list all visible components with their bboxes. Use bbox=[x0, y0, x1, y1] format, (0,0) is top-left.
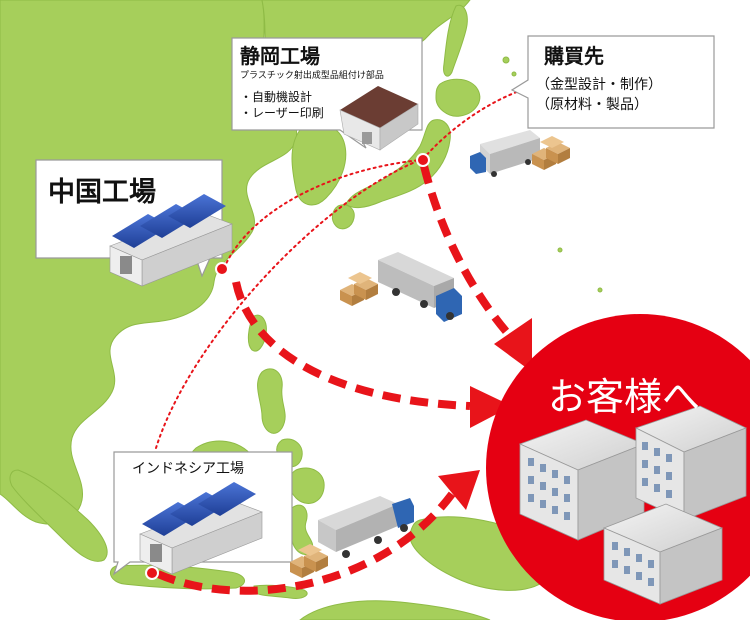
arrowhead-shizuoka bbox=[494, 318, 532, 372]
building-right bbox=[634, 405, 748, 521]
shizuoka-title: 静岡工場 bbox=[240, 44, 320, 68]
hokkaido bbox=[435, 78, 481, 117]
luzon bbox=[257, 368, 286, 434]
mindanao bbox=[288, 467, 325, 504]
truck-icon bbox=[318, 496, 414, 558]
house-icon bbox=[339, 86, 419, 151]
delivery-routes bbox=[156, 165, 514, 595]
honshu bbox=[345, 119, 451, 209]
kyushu bbox=[331, 204, 355, 230]
indonesia-title: インドネシア工場 bbox=[132, 461, 244, 477]
building-left bbox=[518, 419, 646, 541]
route-china-to-shizuoka bbox=[223, 159, 421, 269]
shizuoka-subtitle: プラスチック射出成型品組付け部品 bbox=[240, 71, 384, 81]
origin-dots bbox=[145, 153, 430, 580]
korean-peninsula bbox=[291, 124, 347, 206]
cardboard-boxes-icon bbox=[340, 272, 378, 306]
cardboard-boxes-icon bbox=[532, 136, 570, 170]
arrowhead-indonesia bbox=[438, 470, 480, 510]
dotted-routes bbox=[155, 87, 529, 449]
shizuoka-bullet-2: ・レーザー印刷 bbox=[240, 106, 324, 120]
indonesia-dot bbox=[145, 566, 159, 580]
truck-icon bbox=[470, 130, 540, 177]
china-dot bbox=[215, 262, 229, 276]
route-china-to-customer bbox=[232, 281, 471, 410]
australia bbox=[298, 600, 491, 621]
arrowhead-china bbox=[470, 386, 512, 428]
sakhalin bbox=[443, 4, 468, 77]
office-building-icon bbox=[518, 405, 748, 605]
route-shizuoka-to-customer bbox=[420, 165, 514, 339]
delivery-arrowheads bbox=[438, 318, 532, 510]
supplier-callout bbox=[510, 35, 715, 129]
shizuoka-dot bbox=[416, 153, 430, 167]
sumatra bbox=[9, 469, 108, 562]
building-front bbox=[602, 503, 724, 605]
factory-icon bbox=[109, 194, 233, 287]
factory-icon bbox=[139, 482, 263, 575]
china-title: 中国工場 bbox=[48, 177, 156, 208]
shizuoka-bullet-1: ・自動機設計 bbox=[240, 90, 313, 104]
supplier-title: 購買先 bbox=[544, 44, 604, 68]
route-indonesia-to-shizuoka bbox=[155, 159, 421, 449]
truck-icon bbox=[378, 252, 462, 322]
supplier-line-2: （原材料・製品） bbox=[536, 97, 648, 113]
customer-label: お客様へ bbox=[548, 375, 701, 419]
supplier-line-1: （金型設計・制作） bbox=[536, 77, 662, 93]
cardboard-boxes-icon bbox=[290, 544, 328, 578]
route-supplier-to-shizuoka bbox=[423, 87, 529, 159]
route-indonesia-to-customer bbox=[156, 491, 456, 595]
